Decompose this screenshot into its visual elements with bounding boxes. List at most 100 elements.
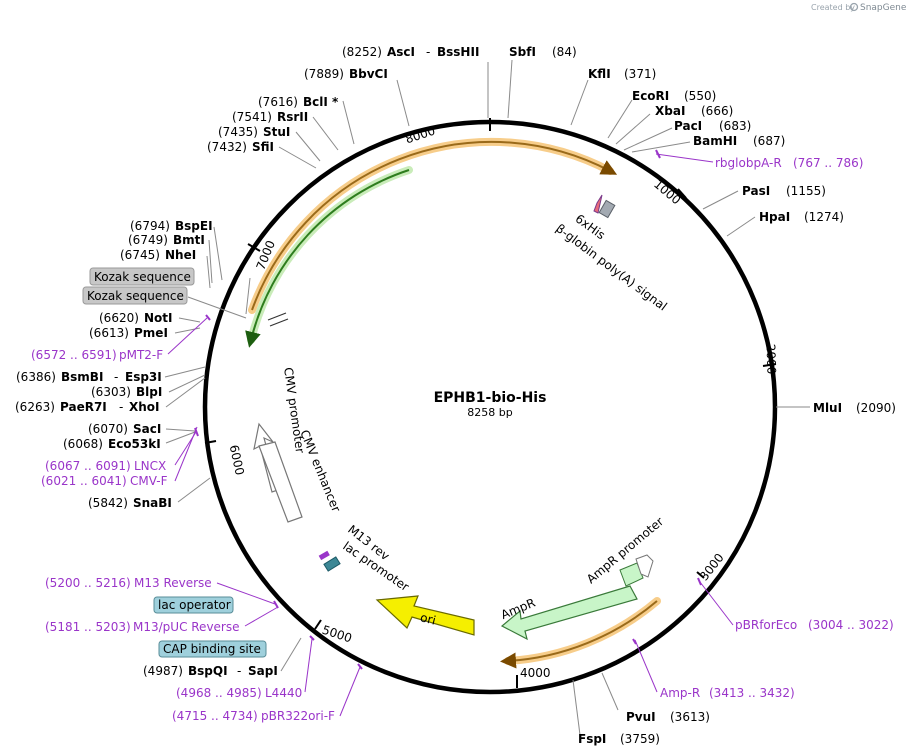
- enzyme-eco53ki-name[interactable]: Eco53kI: [108, 437, 161, 451]
- ori-arrow: [375, 595, 475, 636]
- enzyme-saci-name[interactable]: SacI: [133, 422, 161, 436]
- primer-cmvf-range: (6021 .. 6041): [41, 474, 127, 488]
- plasmid-length: 8258 bp: [467, 406, 512, 419]
- enzyme-saci-pos: (6070): [88, 422, 128, 436]
- brand-name: SnapGene: [860, 3, 907, 13]
- primer-pbr322orif-name[interactable]: pBR322ori-F: [261, 709, 335, 723]
- enzyme-pvui-pos: (3613): [670, 710, 710, 724]
- created-by-text: Created by: [811, 3, 855, 12]
- enzyme-ecori-name[interactable]: EcoRI: [632, 89, 669, 103]
- primer-cmvf-name[interactable]: CMV-F: [130, 474, 168, 488]
- enzyme-esp3i-name[interactable]: Esp3I: [125, 370, 162, 384]
- enzyme-bbvci-pos: (7889): [304, 67, 344, 81]
- enzyme-xbai-pos: (666): [701, 104, 733, 118]
- enzyme-bamhi-name[interactable]: BamHI: [693, 134, 737, 148]
- enzyme-hpai-pos: (1274): [804, 210, 844, 224]
- snapgene-logo-icon: [849, 2, 859, 12]
- primer-ampr-range: (3413 .. 3432): [709, 686, 795, 700]
- plasmid-name: EPHB1-bio-His: [434, 390, 547, 406]
- enzyme-pasi-name[interactable]: PasI: [742, 184, 770, 198]
- kozak-mark-1: [267, 312, 287, 321]
- enzyme-pmei-pos: (6613): [89, 326, 129, 340]
- lac-promoter-feature: [323, 556, 341, 572]
- enzyme-ascI-name[interactable]: AscI: [387, 45, 415, 59]
- enzyme-kfli-name[interactable]: KflI: [588, 67, 611, 81]
- enzyme-blpi-pos: (6303): [91, 385, 131, 399]
- enzyme-stui-name[interactable]: StuI: [263, 125, 290, 139]
- primer-ampr-name[interactable]: Amp-R: [660, 686, 700, 700]
- enzyme-snabi-name[interactable]: SnaBI: [133, 496, 172, 510]
- tick-4000: 4000: [520, 666, 551, 680]
- enzyme-sbfI-pos: (84): [552, 45, 577, 59]
- ampr-promoter-block: [619, 562, 644, 587]
- enzyme-noti-pos: (6620): [99, 311, 139, 325]
- enzyme-bmti-name[interactable]: BmtI: [173, 233, 205, 247]
- primer-pmt2f-name[interactable]: pMT2-F: [119, 348, 163, 362]
- primer-m13puc-name[interactable]: M13/pUC Reverse: [133, 620, 240, 634]
- enzyme-pmei-name[interactable]: PmeI: [134, 326, 168, 340]
- enzyme-rsrii-pos: (7541): [232, 110, 272, 124]
- cmv-enhancer-block: [258, 441, 303, 523]
- enzyme-kfli-pos: (371): [624, 67, 656, 81]
- kozak-mark-2: [269, 318, 289, 327]
- enzyme-noti-name[interactable]: NotI: [144, 311, 173, 325]
- enzyme-hpai-name[interactable]: HpaI: [759, 210, 790, 224]
- enzyme-bsshii-name[interactable]: BssHII: [437, 45, 479, 59]
- enzyme-fspi-name[interactable]: FspI: [578, 732, 606, 746]
- enzyme-fspi-pos: (3759): [620, 732, 660, 746]
- enzyme-nhei-name[interactable]: NheI: [165, 248, 196, 262]
- kozak-box-2[interactable]: [82, 286, 188, 305]
- enzyme-bspqi-name[interactable]: BspQI: [188, 664, 228, 678]
- ampr-arrow: [500, 585, 638, 641]
- primer-l4440-range: (4968 .. 4985): [176, 686, 262, 700]
- enzyme-bcli-pos: (7616): [258, 95, 298, 109]
- enzyme-mlui-name[interactable]: MluI: [813, 401, 842, 415]
- primer-rbglobpa-name[interactable]: rbglobpA-R: [715, 156, 782, 170]
- cmv-enhancer-label: CMV enhancer: [297, 428, 343, 514]
- primer-pbrforeco-range: (3004 .. 3022): [808, 618, 894, 632]
- primer-m13reverse-name[interactable]: M13 Reverse: [134, 576, 212, 590]
- primer-lncx-range: (6067 .. 6091): [45, 459, 131, 473]
- enzyme-bspqi-dash: -: [237, 664, 241, 678]
- orange-arc-top: [251, 140, 618, 311]
- orange-arc-top-halo: [248, 137, 614, 314]
- primer-rbglobpa-range: (767 .. 786): [793, 156, 863, 170]
- enzyme-sapi-name[interactable]: SapI: [248, 664, 278, 678]
- enzyme-ecori-pos: (550): [684, 89, 716, 103]
- enzyme-xbai-name[interactable]: XbaI: [655, 104, 685, 118]
- enzyme-paer7i-pos: (6263): [15, 400, 55, 414]
- enzyme-bcli-name[interactable]: BclI *: [303, 95, 339, 109]
- enzyme-paci-name[interactable]: PacI: [674, 119, 702, 133]
- enzyme-mlui-pos: (2090): [856, 401, 896, 415]
- kozak-label-1: Kozak sequence: [94, 270, 191, 284]
- primer-m13reverse-range: (5200 .. 5216): [45, 576, 131, 590]
- enzyme-bsmbi-name[interactable]: BsmBI: [61, 370, 103, 384]
- enzyme-rsrii-name[interactable]: RsrII: [277, 110, 308, 124]
- primer-l4440-name[interactable]: L4440: [265, 686, 302, 700]
- enzyme-xhoi-name[interactable]: XhoI: [129, 400, 160, 414]
- lac-operator-box[interactable]: [153, 596, 234, 614]
- orange-arc-bottom: [500, 600, 658, 669]
- enzyme-sfii-pos: (7432): [207, 140, 247, 154]
- m13-rev-feature: [318, 550, 330, 561]
- kozak-box-1[interactable]: [89, 267, 195, 286]
- enzyme-bspqi-pos: (4987): [143, 664, 183, 678]
- his-tag-feature: [593, 194, 603, 214]
- enzyme-pvui-name[interactable]: PvuI: [626, 710, 656, 724]
- enzyme-sfii-name[interactable]: SfiI: [252, 140, 274, 154]
- enzyme-paer7i-name[interactable]: PaeR7I: [60, 400, 107, 414]
- enzyme-bspei-name[interactable]: BspEI: [175, 219, 213, 233]
- enzyme-nhei-pos: (6745): [120, 248, 160, 262]
- cap-binding-site-label: CAP binding site: [163, 642, 261, 656]
- cap-binding-site-box[interactable]: [158, 640, 267, 658]
- tick-8000: 8000: [404, 124, 437, 147]
- enzyme-blpi-name[interactable]: BlpI: [136, 385, 162, 399]
- enzyme-leaders: [164, 59, 810, 736]
- enzyme-bbvci-name[interactable]: BbvCI: [349, 67, 388, 81]
- globin-polyA-feature: [598, 199, 616, 219]
- enzyme-sbfI-name[interactable]: SbfI: [509, 45, 536, 59]
- primer-leaders: [167, 153, 734, 717]
- primer-pbrforeco-name[interactable]: pBRforEco: [735, 618, 797, 632]
- primer-lncx-name[interactable]: LNCX: [134, 459, 166, 473]
